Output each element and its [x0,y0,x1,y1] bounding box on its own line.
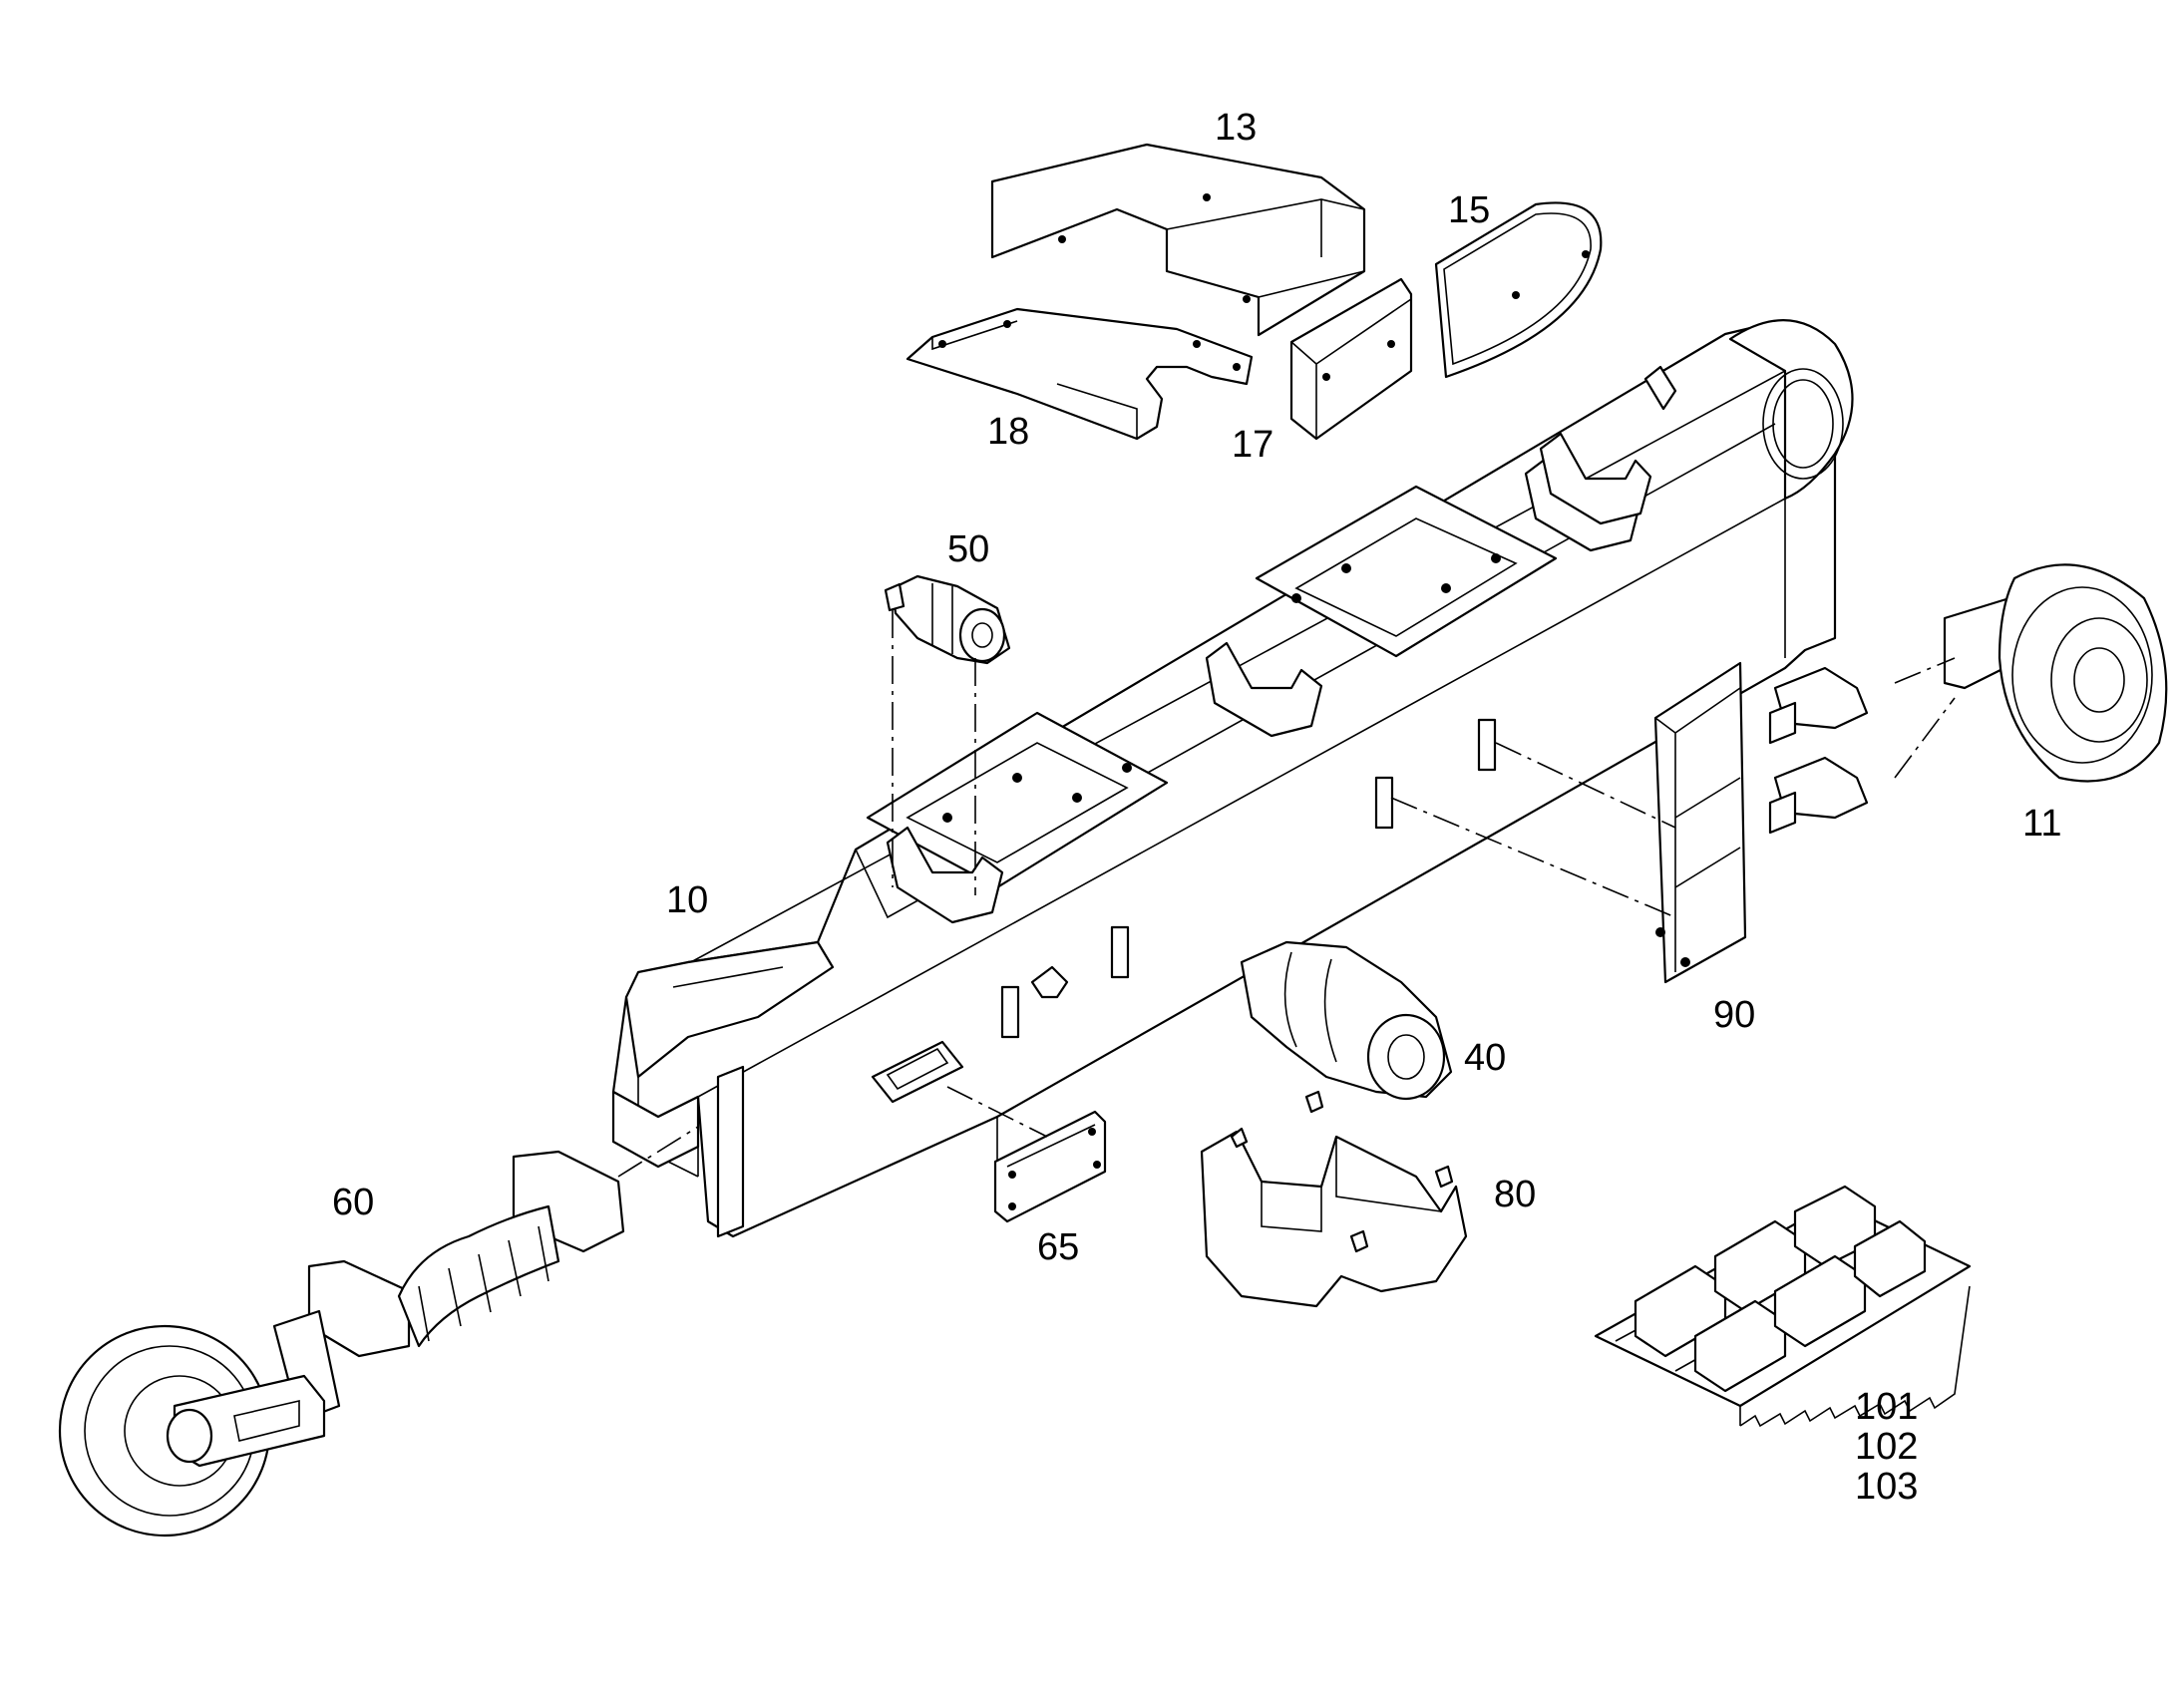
callout-50: 50 [947,528,989,570]
callout-17: 17 [1232,424,1273,466]
part-17-cover-plate [1289,277,1413,441]
callout-18: 18 [987,411,1029,453]
part-40-track-roller [1240,940,1453,1101]
part-80-roller-cradle [1200,1090,1468,1308]
assembly-lines [617,610,1956,1178]
part-101-track-chain [1594,1185,1972,1428]
part-15-round-cover [1434,201,1603,379]
part-10-track-frame [611,319,1854,1238]
callouts: 13 15 18 17 50 10 11 90 40 60 65 80 101 … [332,107,2061,1508]
part-13-top-cover [990,143,1366,337]
part-90-track-guard [1653,661,1747,984]
callout-11: 11 [2022,803,2061,845]
part-11-sprocket-drive [1768,563,2168,835]
callout-60: 60 [332,1182,374,1223]
part-50-carrier-roller [884,574,1011,665]
callout-101: 101 [1855,1386,1918,1428]
part-60-idler-recoil-spring [58,1150,625,1537]
callout-40: 40 [1464,1037,1506,1079]
callout-15: 15 [1448,189,1490,231]
callout-102: 102 [1855,1426,1918,1468]
callout-13: 13 [1215,107,1257,149]
callout-103: 103 [1855,1466,1918,1508]
part-18-bracket-plate [906,307,1254,441]
callout-10: 10 [666,879,708,921]
callout-80: 80 [1494,1174,1536,1215]
part-65-cover-plate [993,1110,1107,1223]
callout-90: 90 [1713,994,1755,1036]
callout-65: 65 [1037,1226,1079,1268]
